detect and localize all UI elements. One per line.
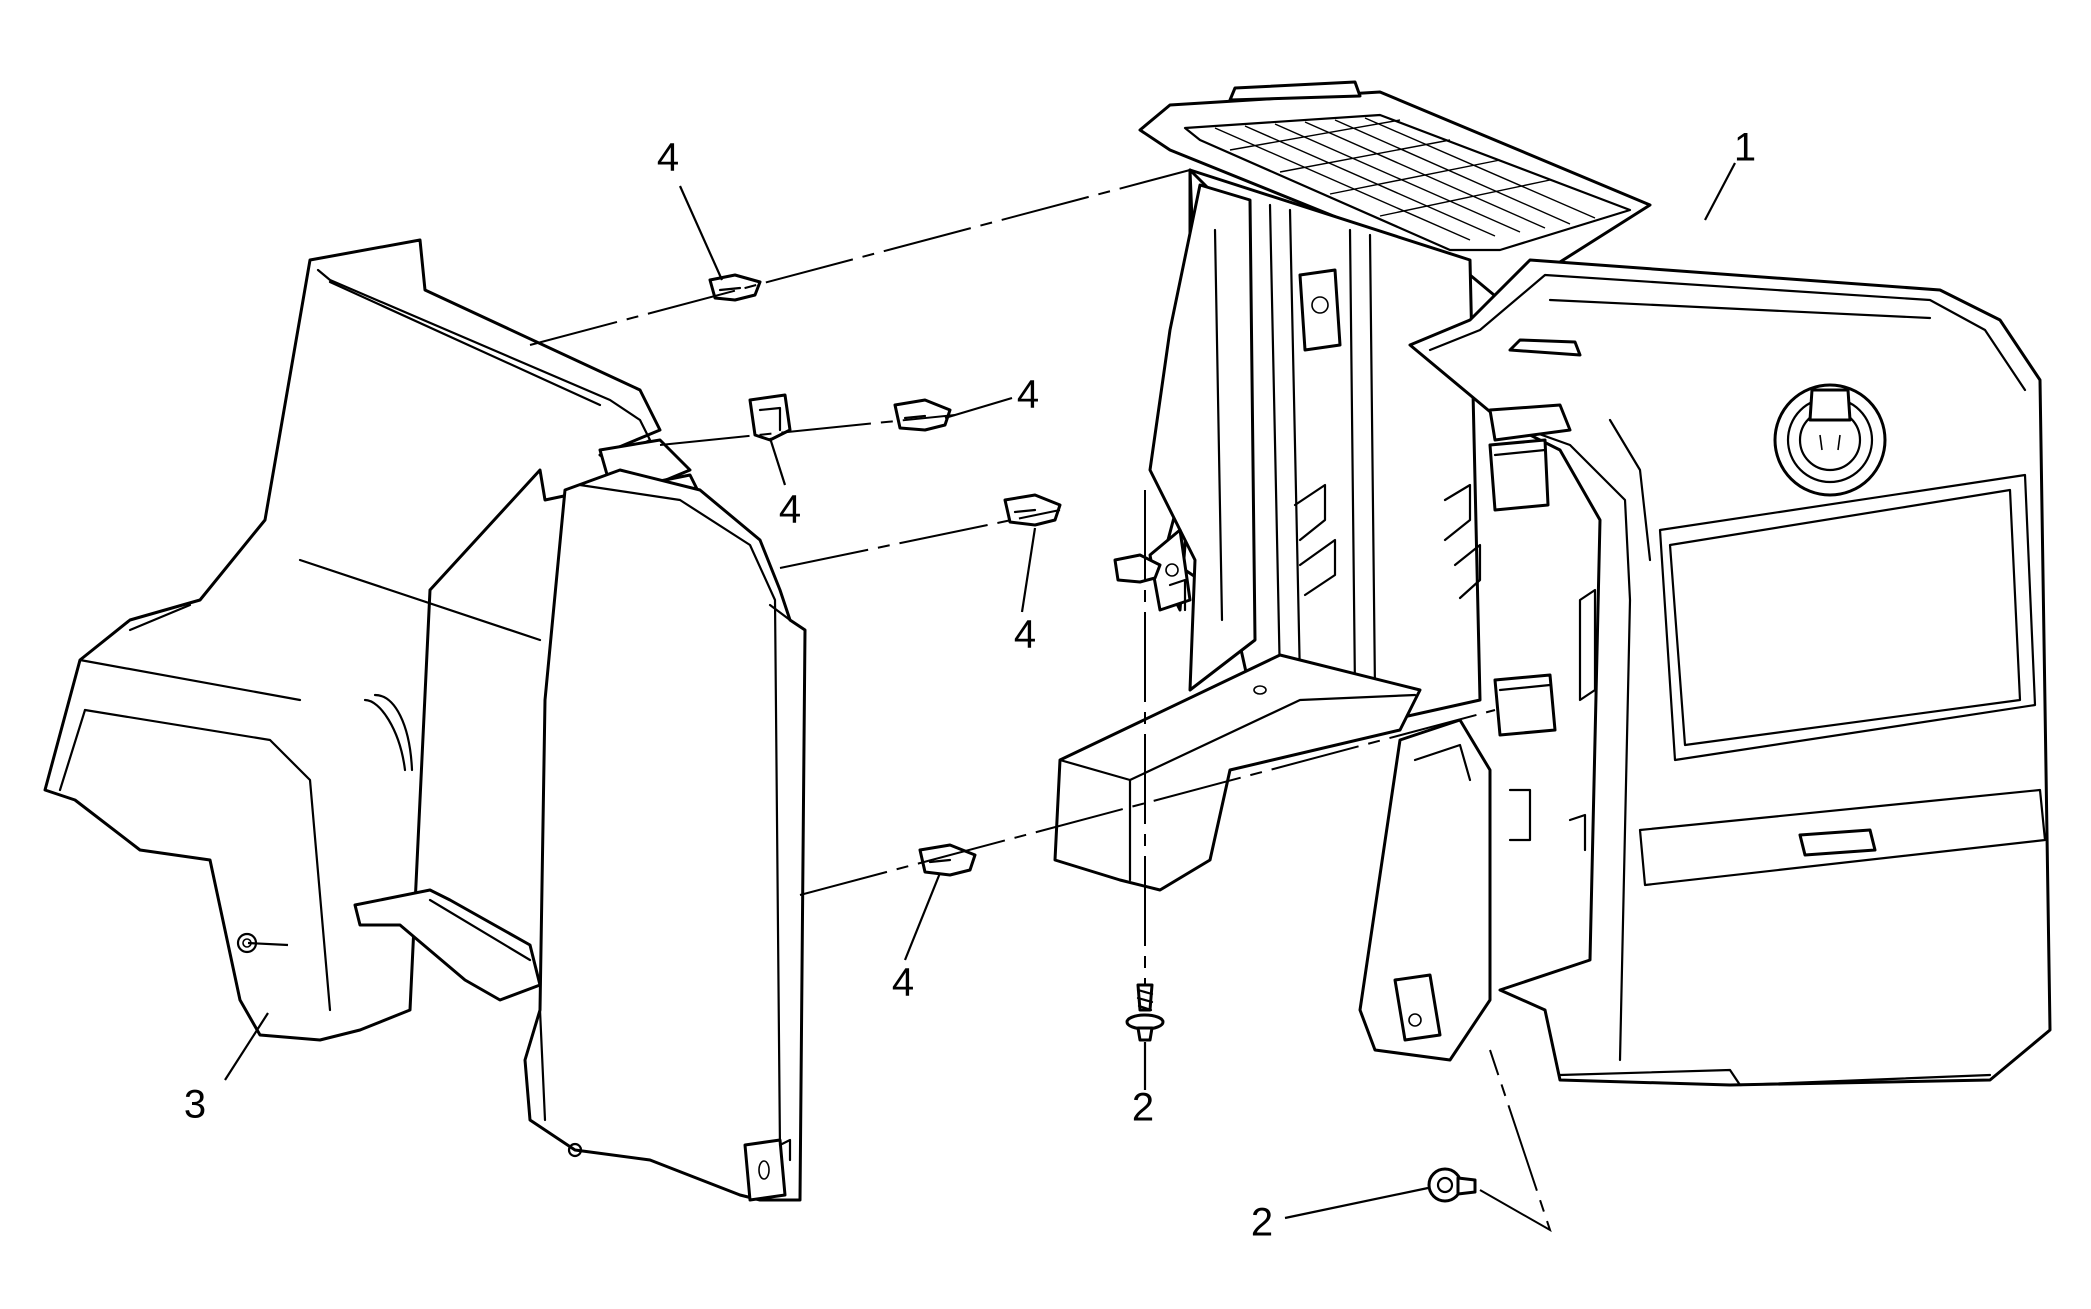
- clip-4-near-bracket: [1113, 553, 1162, 584]
- part-1-rear-trim-panel: [1138, 80, 2052, 1087]
- callout-4-top: 4: [657, 136, 679, 180]
- callout-labels: 1 4 4 4 4 4 3 2 2: [184, 126, 1756, 1245]
- pillar-trim-panel: [523, 468, 807, 1202]
- power-outlet-icon: [1773, 383, 1887, 497]
- leader-lines: [224, 162, 1736, 1220]
- screw-2-upper: [1125, 983, 1165, 1042]
- alignment-lines: [529, 169, 1552, 1233]
- clip-4-right-mid: [1003, 493, 1062, 527]
- grille-vent: [1183, 113, 1632, 252]
- center-floor-bracket: [1053, 183, 1422, 892]
- part-3-left-trim-panel: [43, 238, 702, 1042]
- callout-4-bottom: 4: [892, 961, 914, 1005]
- callout-4-right-upper: 4: [1017, 373, 1039, 417]
- callout-4-right-mid: 4: [1014, 613, 1036, 657]
- callout-4-center: 4: [779, 488, 801, 532]
- callout-1: 1: [1734, 126, 1756, 170]
- callout-2-lower: 2: [1251, 1201, 1273, 1245]
- clip-4-right-upper: [893, 398, 952, 432]
- clip-4-center-upper: [748, 393, 792, 442]
- callout-2-upper: 2: [1132, 1086, 1154, 1130]
- screw-2-lower: [1427, 1167, 1477, 1203]
- callout-3: 3: [184, 1083, 206, 1127]
